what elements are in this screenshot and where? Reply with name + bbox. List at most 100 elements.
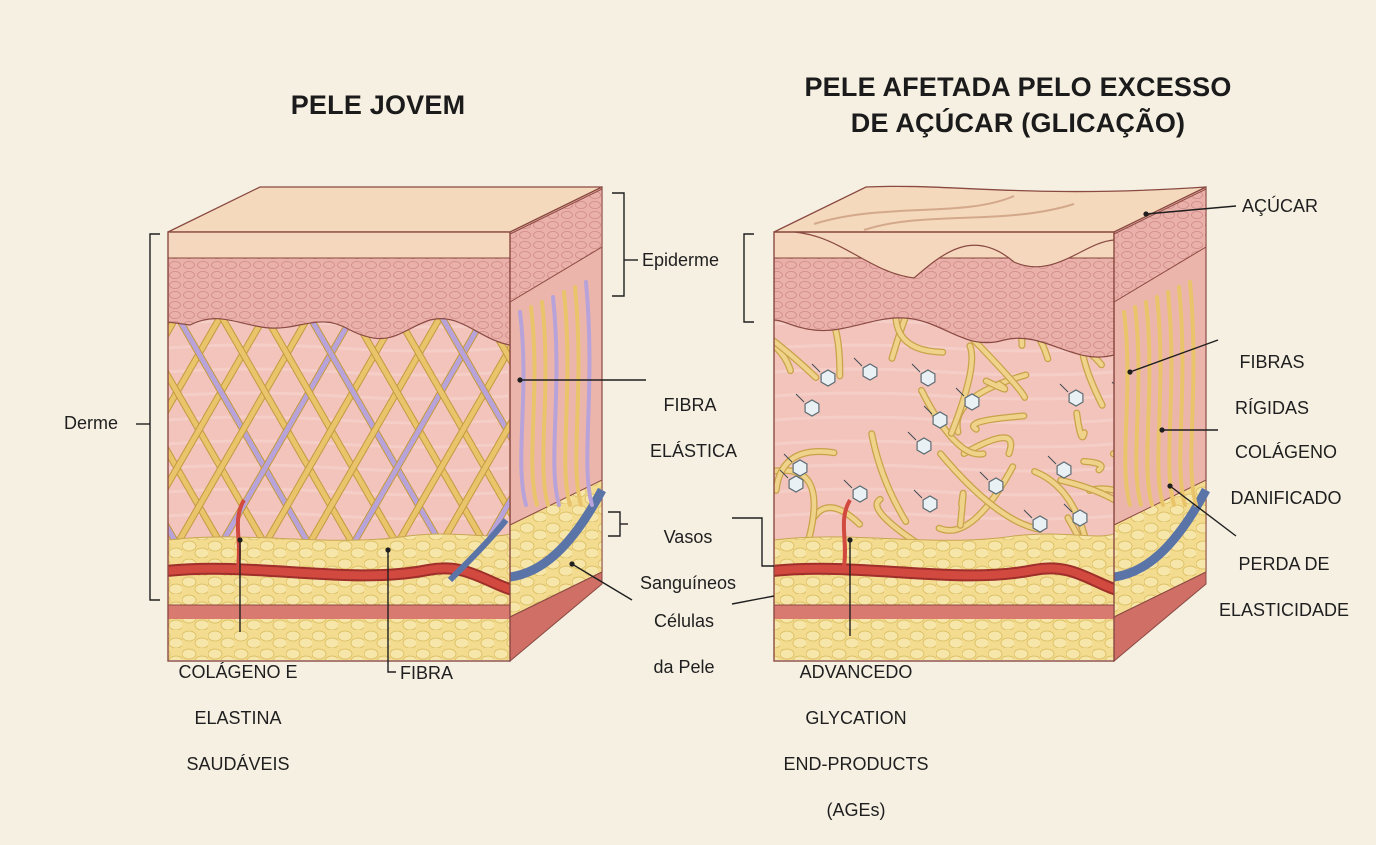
molecule-bond <box>1023 509 1033 519</box>
molecule-bond <box>811 363 821 373</box>
wrinkled-surface <box>774 232 1114 279</box>
right-vasos-connector <box>732 517 774 567</box>
damaged-collagen-fiber <box>1081 459 1104 473</box>
top-face <box>773 185 1207 233</box>
molecule-bond <box>1059 383 1069 393</box>
diagram-stage: PELE JOVEM PELE AFETADA PELO EXCESSO DE … <box>64 72 1354 820</box>
side-vein <box>1113 487 1210 582</box>
elastin-fiber <box>341 297 497 563</box>
elastin-fiber <box>168 297 321 563</box>
label-perda-de-elasticidade: PERDA DE ELASTICIDADE <box>1214 530 1354 645</box>
dermis-streak <box>774 391 1114 401</box>
label-vasos-line2: Sanguíneos <box>639 573 737 593</box>
label-vasos-line1: Vasos <box>663 527 713 547</box>
damaged-collagen-fiber <box>938 451 1043 532</box>
molecule-bond <box>783 453 793 463</box>
label-ages-line4: (AGEs) <box>826 800 886 820</box>
label-colageno-danificado: COLÁGENO DANIFICADO <box>1222 418 1350 533</box>
age-molecule <box>792 459 808 477</box>
front-face <box>168 232 510 660</box>
label-fibra-elastica-line1: FIBRA <box>663 395 717 415</box>
molecule-bond <box>843 479 853 489</box>
fibra-dot <box>385 547 391 553</box>
label-fibras-rigidas-line1: FIBRAS <box>1239 352 1305 372</box>
label-colageno-line3: SAUDÁVEIS <box>186 754 290 774</box>
base-fat <box>168 619 510 660</box>
dermis-streak <box>774 511 1114 521</box>
collagen-fiber <box>168 447 233 563</box>
molecule-bond <box>907 431 917 441</box>
label-fibra-elastica: FIBRA ELÁSTICA <box>650 371 738 486</box>
dermis-streak <box>774 343 1114 353</box>
perda-dot <box>1167 483 1173 489</box>
age-molecule <box>988 477 1004 495</box>
age-molecule <box>1032 515 1048 533</box>
acucar-dot <box>1143 211 1149 217</box>
label-leader-lines <box>136 192 1237 673</box>
elastin-fiber <box>473 496 510 563</box>
side-fiber <box>1188 280 1198 507</box>
base-fat <box>774 619 1114 660</box>
molecule-bond <box>955 387 965 397</box>
damaged-collagen-fiber <box>958 491 966 528</box>
young-skin-block <box>167 186 606 663</box>
age-molecule <box>788 475 804 493</box>
age-molecule <box>922 495 938 513</box>
damaged-collagen-fiber <box>874 497 919 545</box>
front-outline <box>773 231 1115 662</box>
epidermis-cells <box>168 232 510 346</box>
damaged-collagen-fiber <box>774 342 793 373</box>
fiber-network <box>774 250 1114 589</box>
top-wrinkle <box>813 195 1015 225</box>
vasos-bracket <box>608 511 621 537</box>
side-fiber <box>1144 300 1154 507</box>
damaged-collagen-fiber <box>969 335 1027 400</box>
age-molecule <box>820 369 836 387</box>
top-wrinkle <box>863 203 1075 231</box>
elastin-fiber <box>168 297 277 489</box>
molecule-bond <box>979 471 989 481</box>
label-perda-line1: PERDA DE <box>1238 554 1330 574</box>
side-fiber <box>562 290 572 507</box>
celulas-leader <box>571 563 633 601</box>
molecule-bond <box>911 363 921 373</box>
colageno-dot <box>237 537 243 543</box>
label-colageno-danificado-line1: COLÁGENO <box>1234 442 1338 462</box>
label-vasos-sanguineos: Vasos Sanguíneos <box>626 503 750 618</box>
derme-bracket <box>149 233 160 601</box>
artery <box>168 564 510 594</box>
epidermis <box>168 232 510 346</box>
perda-leader <box>1169 485 1237 537</box>
damaged-collagen-fiber <box>919 388 986 457</box>
side-fiber <box>1155 295 1165 507</box>
molecule-bond <box>1047 455 1057 465</box>
fibra-leader <box>387 550 396 673</box>
ages-dot <box>847 537 853 543</box>
elastin-fiber <box>168 297 233 413</box>
age-molecule <box>964 393 980 411</box>
damaged-collagen-fiber <box>1032 469 1087 538</box>
label-fibras-rigidas-line2: RÍGIDAS <box>1234 398 1309 418</box>
molecule-bond <box>779 469 789 479</box>
elastin-fiber <box>429 419 510 563</box>
age-molecule <box>932 411 948 429</box>
side-face <box>1113 186 1210 663</box>
damaged-collagen-fiber <box>949 343 975 436</box>
molecule-bond <box>913 489 923 499</box>
damaged-collagen-fiber <box>774 449 837 493</box>
side-vein <box>509 487 606 582</box>
label-epiderme: Epiderme <box>642 250 720 270</box>
damaged-collagen-fiber <box>869 431 909 524</box>
side-fiber <box>1133 305 1143 507</box>
title-young-skin: PELE JOVEM <box>290 90 466 120</box>
label-fibra-elastica-line2: ELÁSTICA <box>650 441 738 461</box>
side-fiber <box>573 285 583 507</box>
label-ages-line2: GLYCATION <box>805 708 907 728</box>
side-fiber <box>518 310 528 507</box>
title-glycated-skin-line1: PELE AFETADA PELO EXCESSO <box>804 72 1232 102</box>
label-colageno-elastina-saudaveis: COLÁGENO E ELASTINA SAUDÁVEIS <box>164 638 312 799</box>
side-fiber <box>540 300 550 507</box>
side-face <box>509 186 606 663</box>
age-molecule <box>920 369 936 387</box>
front-face <box>774 232 1114 660</box>
